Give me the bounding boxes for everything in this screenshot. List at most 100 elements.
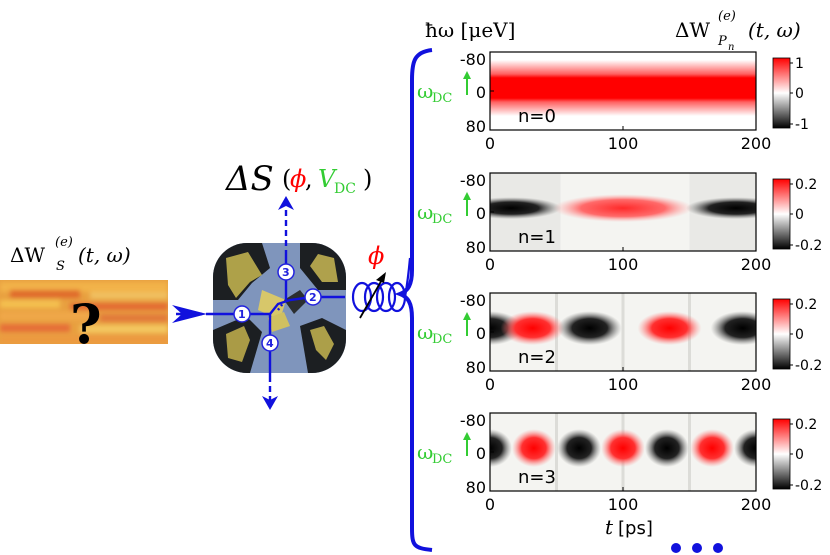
phi-label: ϕ <box>368 242 384 270</box>
colorbar-tick-label: -1 <box>795 117 809 133</box>
colorbar-tick-label: -0.2 <box>795 238 822 254</box>
y-tick-label: -80 <box>460 171 486 190</box>
omega-up-arrow-icon <box>463 192 471 200</box>
delta-s-comma: , <box>305 165 313 193</box>
x-tick-label: 0 <box>485 255 495 274</box>
y-tick-label: -80 <box>460 411 486 430</box>
omega-symbol: ω <box>417 320 433 344</box>
delta-s-vdc-sub: DC <box>334 181 356 197</box>
omega-up-arrow-icon <box>463 432 471 440</box>
omega-sub: DC <box>432 91 452 106</box>
x-tick-label: 200 <box>741 495 772 514</box>
omega-symbol: ω <box>417 200 433 224</box>
omega-up-arrow-icon <box>463 71 471 79</box>
omega-dc-label: ωDC <box>417 71 471 106</box>
colorbar-n1 <box>772 178 791 250</box>
panel-n0-image <box>490 52 756 130</box>
colorbar-tick-label: 0.2 <box>795 297 817 313</box>
colorbar-tick-label: 0.2 <box>795 177 817 193</box>
n1-blob-left <box>490 197 562 220</box>
n3-blob-1 <box>511 429 556 468</box>
up-arrowhead-icon <box>278 196 294 210</box>
x-tick-label: 200 <box>741 255 772 274</box>
x-tick-label: 100 <box>608 375 639 394</box>
ws-label-main: ΔW <box>10 243 45 267</box>
omega-symbol: ω <box>417 79 433 103</box>
omega-symbol: ω <box>417 440 433 464</box>
n3-blob-2 <box>557 429 602 468</box>
n3-blob-4 <box>644 429 689 468</box>
y-tick-label: 80 <box>466 117 486 136</box>
ws-label-sub: S <box>56 259 65 274</box>
y-tick-label: 0 <box>476 324 486 343</box>
n2-blob-1 <box>500 311 565 346</box>
panel-label: n=3 <box>518 467 556 488</box>
port-1: 1 <box>233 305 251 323</box>
x-tick-label: 0 <box>485 134 495 153</box>
unknown-wigner-image: ? <box>0 280 168 356</box>
x-tick-label: 100 <box>608 255 639 274</box>
colorbar-n0 <box>772 57 791 129</box>
n3-blob-6 <box>734 429 756 468</box>
y-tick-label: -80 <box>460 291 486 310</box>
panel-label: n=0 <box>518 106 556 127</box>
x-axis-label: t [ps] <box>605 515 653 539</box>
n0-band <box>490 60 756 116</box>
port-2-label: 2 <box>309 291 317 304</box>
port-1-label: 1 <box>238 308 246 321</box>
delta-s-title: ΔS ( ϕ , V DC ) <box>224 159 372 199</box>
wp-label-sup: (e) <box>718 9 736 24</box>
y-tick-label: 0 <box>476 83 486 102</box>
omega-dc-label: ωDC <box>417 312 471 347</box>
hbar-axis-label: ħω [μeV] <box>425 18 515 42</box>
y-tick-label: 80 <box>466 478 486 497</box>
phi-arrowhead-icon <box>376 272 386 283</box>
panel-n2-image <box>490 293 756 371</box>
delta-s-close-paren: ) <box>363 165 372 193</box>
y-tick-label: 0 <box>476 444 486 463</box>
n2-blob-3 <box>637 311 702 346</box>
omega-dc-label: ωDC <box>417 432 471 467</box>
n1-blob-center <box>553 194 693 223</box>
y-tick-label: 80 <box>466 238 486 257</box>
n3-blob-3 <box>601 429 645 468</box>
port-3-label: 3 <box>282 266 290 279</box>
wp-label-main: ΔW <box>675 18 710 42</box>
y-tick-label: -80 <box>460 50 486 69</box>
delta-s-open-paren: ( <box>282 165 291 193</box>
y-tick-label: 0 <box>476 204 486 223</box>
colorbar-tick-label: -0.2 <box>795 478 822 494</box>
omega-up-arrow-icon <box>463 312 471 320</box>
colorbar-tick-label: 0 <box>795 327 804 343</box>
device-micrograph <box>213 243 346 373</box>
x-tick-label: 100 <box>608 495 639 514</box>
delta-s-phi: ϕ <box>290 165 306 193</box>
x-tick-label: 0 <box>485 495 495 514</box>
colorbar-n3 <box>772 418 791 490</box>
x-axis-label-unit: [ps] <box>618 518 653 539</box>
phi-arrow <box>359 277 384 319</box>
colorbar-tick-label: 1 <box>795 56 804 72</box>
colorbar-tick-label: -0.2 <box>795 358 822 374</box>
x-tick-label: 0 <box>485 375 495 394</box>
ellipsis-dots-icon <box>671 543 723 553</box>
curly-brace <box>394 48 433 552</box>
omega-sub: DC <box>432 452 452 467</box>
delta-s: ΔS <box>224 159 274 199</box>
omega-sub: DC <box>432 332 452 347</box>
colorbar-tick-label: 0.2 <box>795 417 817 433</box>
colorbar-tick-label: 0 <box>795 447 804 463</box>
n2-blob-2 <box>557 311 622 346</box>
omega-dc-label: ωDC <box>417 192 471 227</box>
ws-label-sup: (e) <box>55 235 73 250</box>
x-tick-label: 100 <box>608 134 639 153</box>
panel-n3-image <box>490 413 756 491</box>
n3-blob-0 <box>490 429 512 468</box>
question-mark: ? <box>70 292 102 356</box>
colorbar-tick-label: 0 <box>795 207 804 223</box>
x-tick-label: 200 <box>741 375 772 394</box>
